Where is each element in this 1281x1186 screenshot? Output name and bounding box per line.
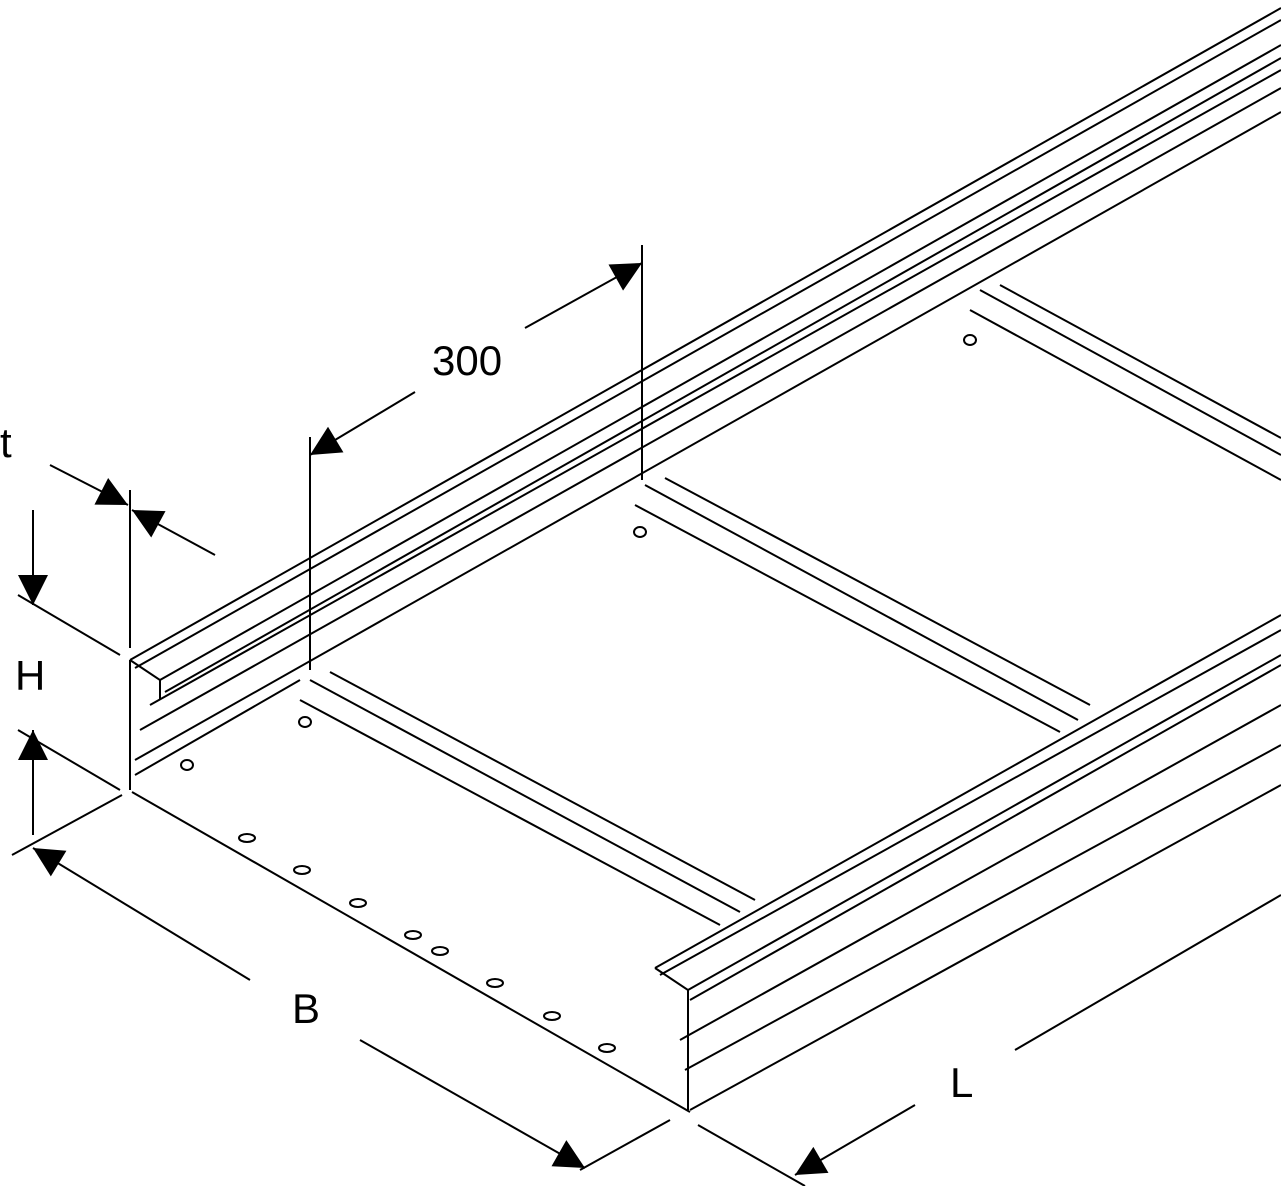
thickness-label: t [0, 419, 12, 466]
height-label: H [15, 652, 46, 699]
width-label: B [292, 985, 321, 1032]
right-side-rail [654, 614, 1281, 1111]
left-side-rail [129, 7, 1281, 790]
length-label: L [950, 1059, 974, 1106]
holes [180, 334, 977, 1053]
rungs [299, 284, 1281, 926]
dimension-lines [11, 245, 1281, 1186]
tray-floor [131, 679, 691, 1113]
rung-spacing-label: 300 [432, 337, 503, 384]
